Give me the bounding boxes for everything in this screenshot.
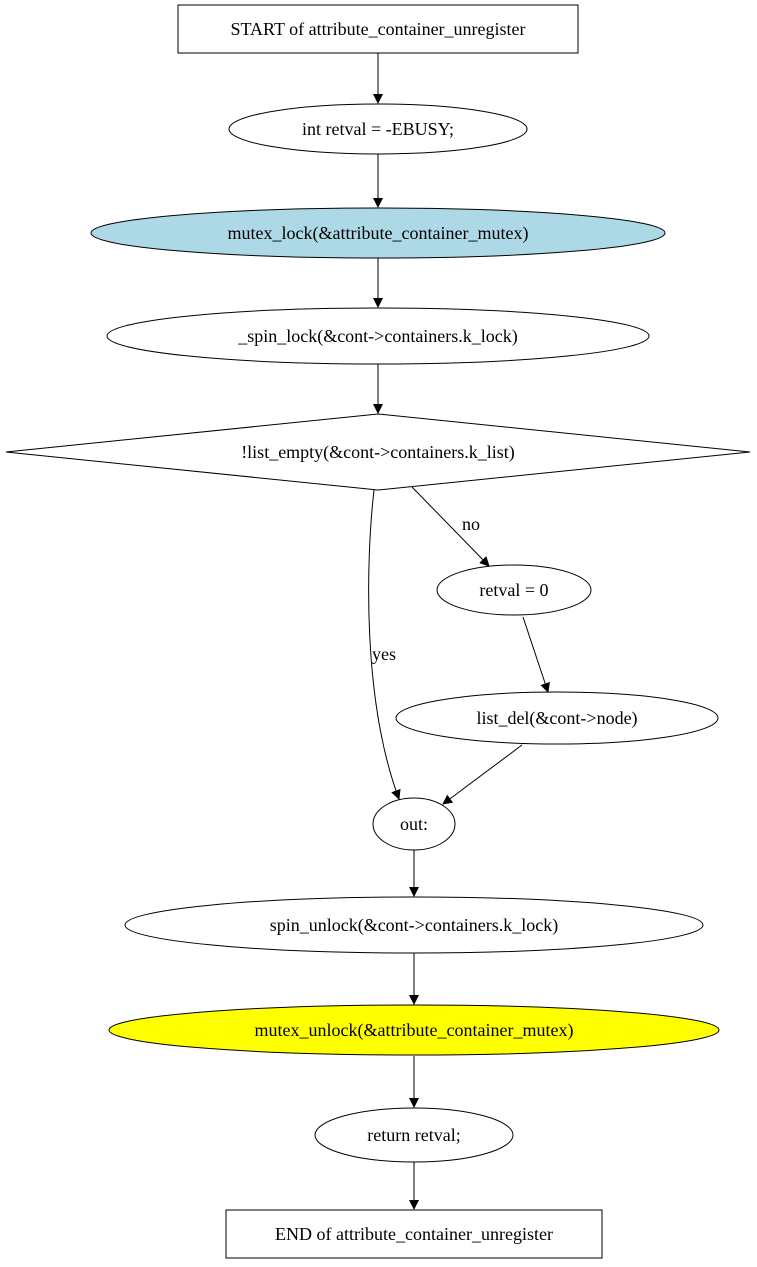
node-shape-ellipse — [372, 797, 456, 851]
edges-layer: no yes — [368, 53, 550, 1210]
node-label: int retval = -EBUSY; — [302, 119, 454, 139]
node-shape-ellipse — [108, 1004, 720, 1056]
edge-n-list-empty-to-n-retval-zero — [411, 486, 490, 567]
node-label: mutex_unlock(&attribute_container_mutex) — [255, 1020, 574, 1041]
node-n-retval-init: int retval = -EBUSY; — [228, 103, 528, 155]
node-n-spin-unlock: spin_unlock(&cont->containers.k_lock) — [124, 896, 704, 954]
edge-n-list-empty-to-n-out — [368, 489, 401, 800]
edge-n-list-del-to-n-out — [442, 744, 523, 805]
edge-label-yes: yes — [372, 644, 396, 664]
node-shape-ellipse — [436, 564, 592, 616]
node-label: !list_empty(&cont->containers.k_list) — [241, 442, 515, 463]
node-shape-ellipse — [395, 691, 719, 745]
node-label: list_del(&cont->node) — [476, 708, 637, 729]
edge-label-no: no — [462, 514, 480, 534]
node-shape-ellipse — [228, 103, 528, 155]
node-label: END of attribute_container_unregister — [275, 1224, 553, 1244]
node-label: retval = 0 — [479, 580, 548, 600]
node-shape-ellipse — [314, 1107, 514, 1163]
node-label: return retval; — [367, 1125, 460, 1145]
node-end: END of attribute_container_unregister — [225, 1209, 603, 1259]
edge-n-retval-zero-to-n-list-del — [522, 616, 550, 693]
node-shape-box — [225, 1209, 603, 1259]
node-label: out: — [400, 814, 428, 834]
node-n-mutex-unlock: mutex_unlock(&attribute_container_mutex) — [108, 1004, 720, 1056]
nodes-layer: START of attribute_container_unregisteri… — [5, 4, 751, 1259]
node-shape-ellipse — [106, 307, 650, 365]
node-n-list-del: list_del(&cont->node) — [395, 691, 719, 745]
node-n-spin-lock: _spin_lock(&cont->containers.k_lock) — [106, 307, 650, 365]
node-label: mutex_lock(&attribute_container_mutex) — [228, 223, 529, 244]
node-shape-diamond — [5, 413, 751, 491]
node-start: START of attribute_container_unregister — [177, 4, 579, 54]
node-n-mutex-lock: mutex_lock(&attribute_container_mutex) — [90, 207, 666, 259]
node-label: spin_unlock(&cont->containers.k_lock) — [270, 915, 559, 936]
node-n-return: return retval; — [314, 1107, 514, 1163]
node-label: START of attribute_container_unregister — [230, 19, 525, 39]
node-shape-ellipse — [90, 207, 666, 259]
node-shape-ellipse — [124, 896, 704, 954]
node-n-out: out: — [372, 797, 456, 851]
node-n-retval-zero: retval = 0 — [436, 564, 592, 616]
node-shape-box — [177, 4, 579, 54]
node-label: _spin_lock(&cont->containers.k_lock) — [237, 326, 518, 347]
node-n-list-empty: !list_empty(&cont->containers.k_list) — [5, 413, 751, 491]
